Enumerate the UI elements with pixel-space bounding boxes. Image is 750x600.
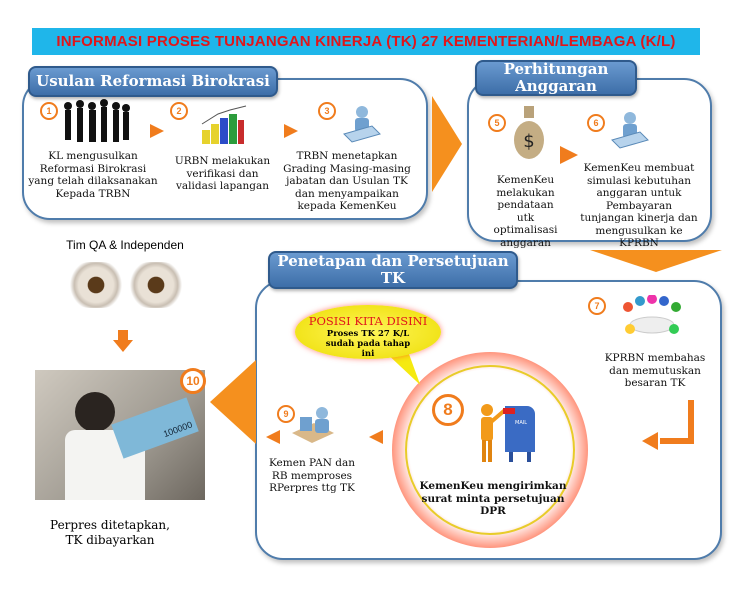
step-6-text: KemenKeu membuat simulasi kebutuhan angg… [580,162,698,249]
step-9-badge: 9 [277,405,295,423]
svg-text:$: $ [523,131,534,152]
bar-chart-icon [198,104,248,146]
step-1-text: KL mengusulkan Reformasi Birokrasi yang … [28,150,158,200]
callout-text: Proses TK 27 K/L sudah pada tahap ini [325,329,411,359]
qa-label: Tim QA & Independen [66,238,184,252]
big-arrow-right-icon [432,96,462,192]
step-2-text: URBN melakukan verifikasi dan validasi l… [174,155,271,192]
highlight-ring [405,365,575,535]
step-6-badge: 6 [587,114,605,132]
arrow-left-icon [642,432,658,450]
elbow-arrow-icon [660,400,694,444]
step-8-badge: 8 [432,394,464,426]
mailbox-icon: MAIL [475,400,537,464]
perhitungan-header: Perhitungan Anggaran [475,60,637,96]
banknote: 100000 [111,397,199,459]
step-10-badge: 10 [180,368,206,394]
eye-icon [128,262,184,308]
eye-icon [68,262,124,308]
meeting-people-icon [618,295,686,343]
payment-photo: 100000 [35,370,205,500]
callout-bubble: POSISI KITA DISINI Proses TK 27 K/L suda… [295,305,441,359]
big-arrow-left-icon [210,360,256,444]
final-text: Perpres ditetapkan, TK dibayarkan [50,518,170,547]
money-bag-icon: $ [512,104,546,160]
computer-user-icon [610,110,650,150]
step-9-text: Kemen PAN dan RB memproses RPerpres ttg … [269,457,355,494]
arrow-right-icon [560,146,578,164]
usulan-header: Usulan Reformasi Birokrasi [28,66,278,97]
step-5-badge: 5 [488,114,506,132]
callout-title: POSISI KITA DISINI [308,314,428,328]
computer-user-icon [290,405,336,443]
step-5-text: KemenKeu melakukan pendataan utk optimal… [493,174,558,249]
step-1-badge: 1 [40,102,58,120]
arrow-down-icon [113,340,133,352]
step-3-text: TRBN menetapkan Grading Masing-masing ja… [283,150,411,212]
arrow-down-icon [118,330,128,340]
step-7-text: KPRBN membahas dan memutuskan besaran TK [604,352,706,389]
step-8-text: KemenKeu mengirimkan surat minta persetu… [419,480,567,517]
arrow-left-icon [266,430,280,444]
step-2-badge: 2 [170,102,188,120]
arrow-right-icon [150,124,164,138]
arrow-left-icon [357,430,383,444]
penetapan-header: Penetapan dan Persetujuan TK [268,251,518,289]
page-title: INFORMASI PROSES TUNJANGAN KINERJA (TK) … [32,28,700,55]
mailbox-label: MAIL [515,420,527,426]
big-arrow-down-icon [590,250,722,272]
crowd-icon [60,98,132,144]
perhitungan-panel [467,78,712,242]
step-3-badge: 3 [318,102,336,120]
step-7-badge: 7 [588,297,606,315]
computer-user-icon [342,104,382,144]
arrow-right-icon [284,124,298,138]
